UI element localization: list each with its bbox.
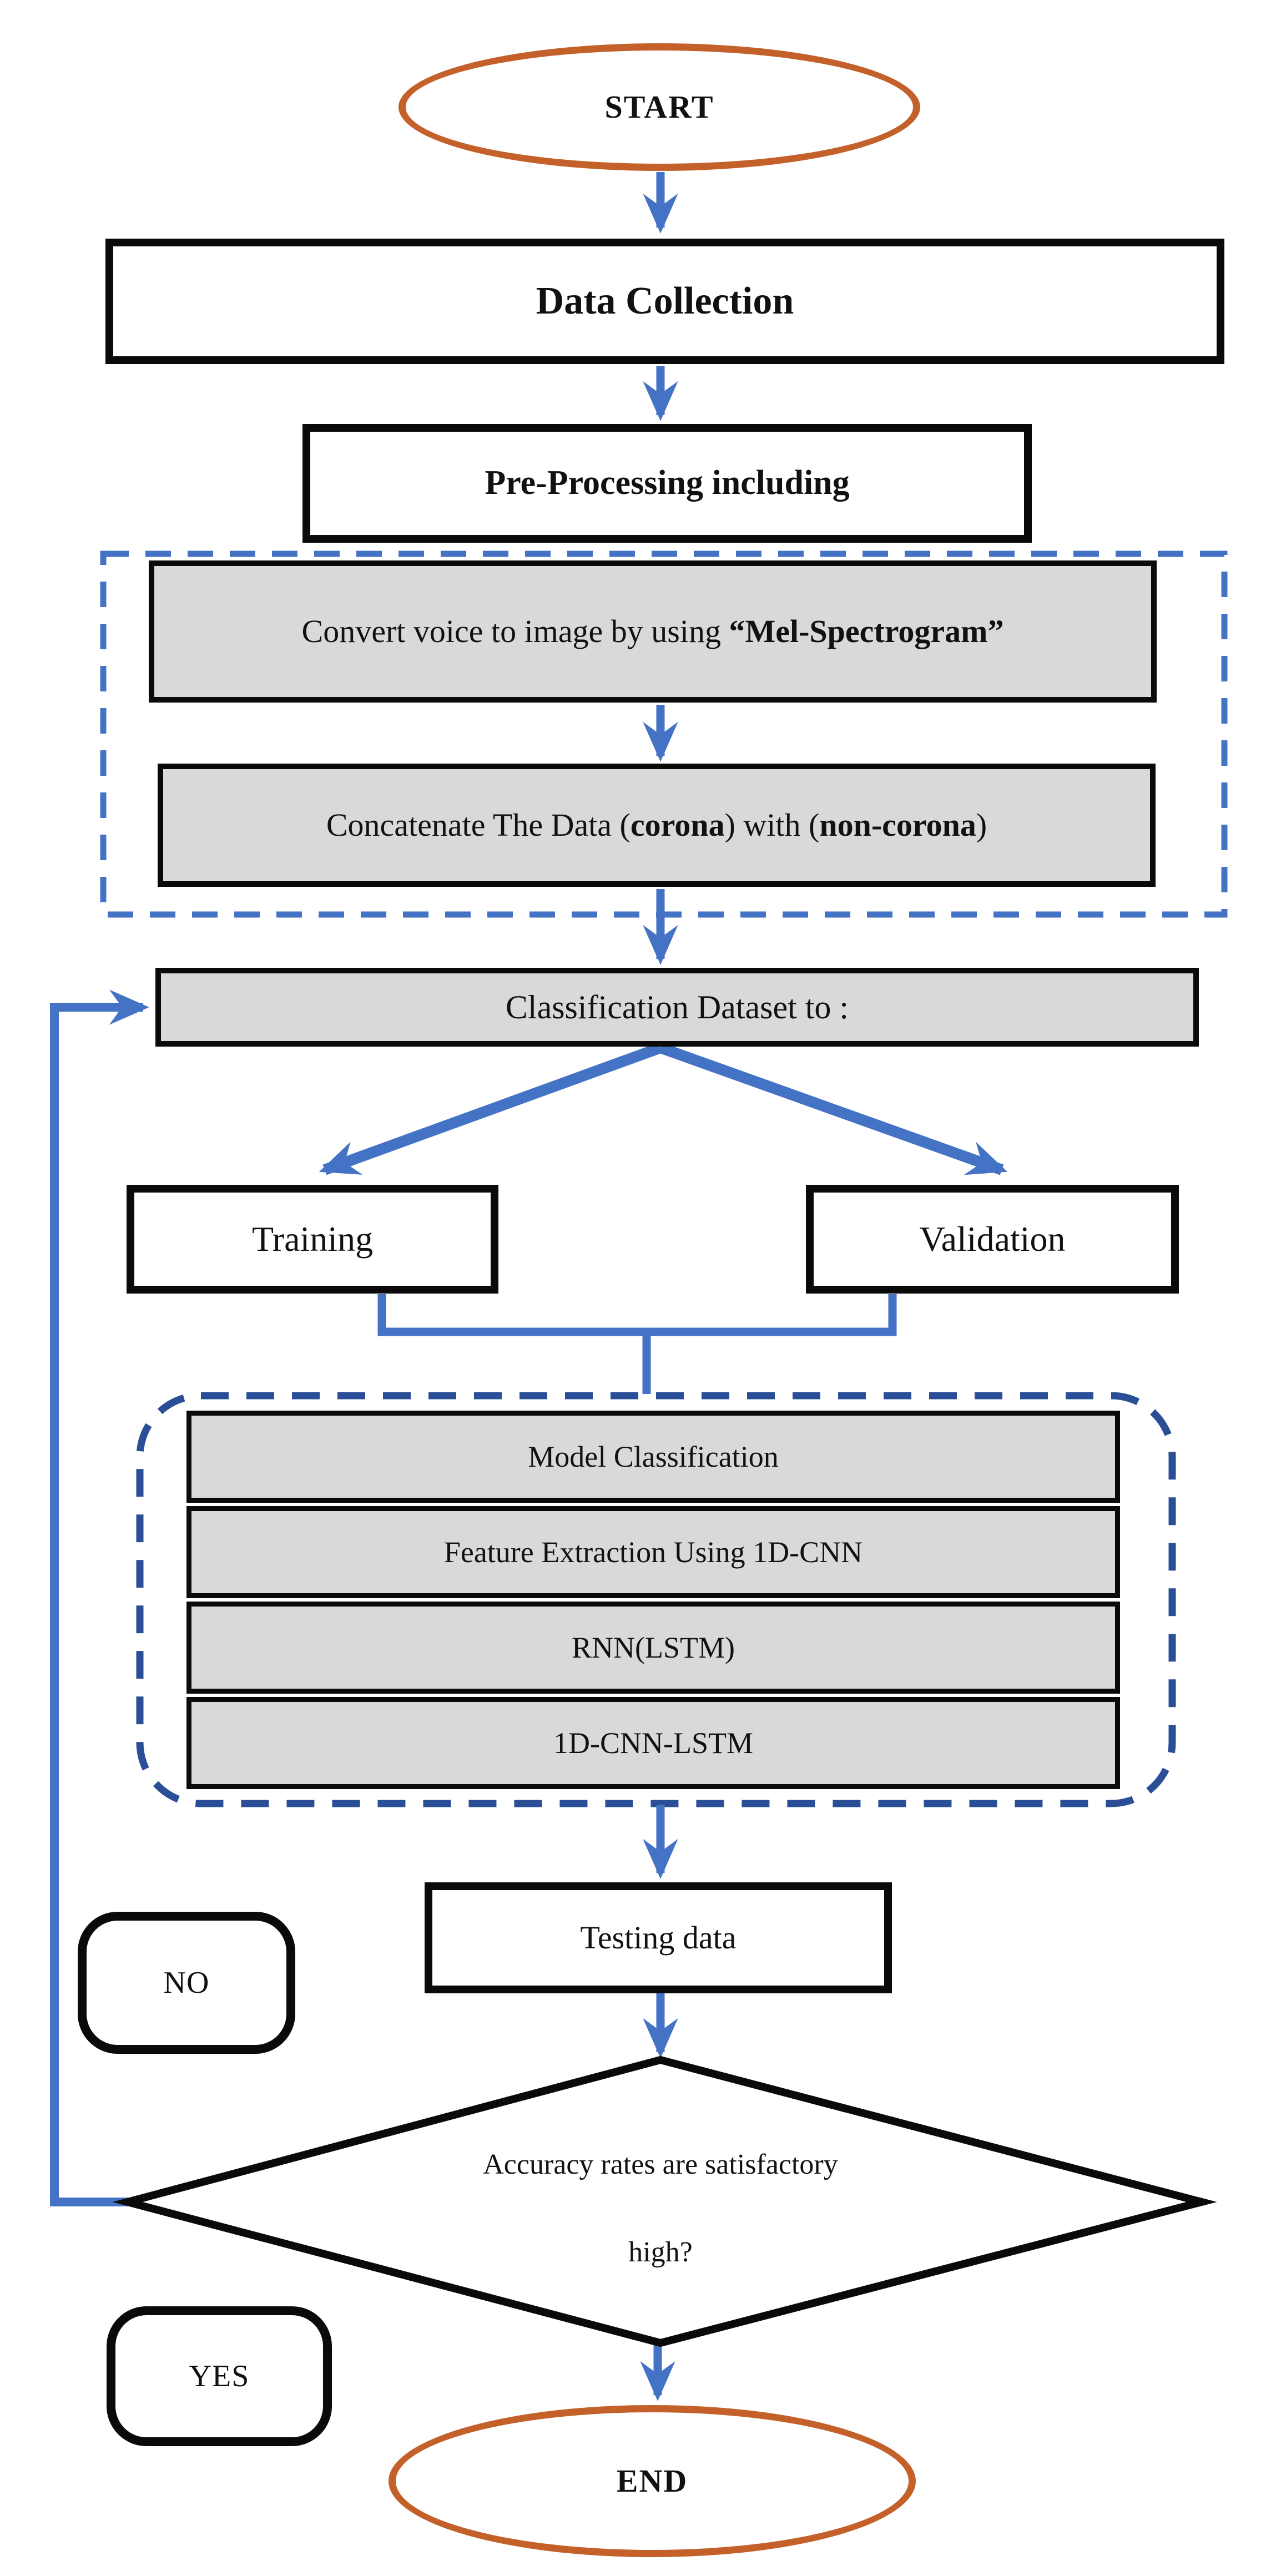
classification-dataset-box: Classification Dataset to : [155, 968, 1199, 1047]
no-label-box: NO [78, 1912, 295, 2054]
cnn-lstm-label: 1D-CNN-LSTM [553, 1726, 753, 1760]
yes-label: YES [189, 2358, 250, 2393]
connector-training-validation-merge [377, 1294, 897, 1336]
decision-question-text: Accuracy rates are satisfactory high? [327, 2125, 993, 2292]
feature-extraction-label: Feature Extraction Using 1D-CNN [443, 1535, 863, 1569]
testing-data-label: Testing data [580, 1919, 737, 1956]
validation-label: Validation [919, 1219, 1066, 1259]
preprocessing-label: Pre-Processing including [485, 464, 850, 502]
decision-line1: Accuracy rates are satisfactory [483, 2149, 838, 2181]
cnn-lstm-row: 1D-CNN-LSTM [186, 1697, 1120, 1789]
concatenate-box: Concatenate The Data (corona) with (non-… [158, 764, 1156, 887]
training-label: Training [251, 1219, 374, 1259]
rnn-lstm-row: RNN(LSTM) [186, 1602, 1120, 1694]
classification-label: Classification Dataset to : [505, 988, 849, 1026]
model-classification-row: Model Classification [186, 1411, 1120, 1503]
training-box: Training [127, 1185, 498, 1294]
arrow-classification-to-training [319, 1042, 663, 1175]
arrow-classification-to-validation [658, 1042, 1008, 1175]
decision-diamond [112, 2055, 1217, 2347]
model-classification-label: Model Classification [528, 1439, 779, 1473]
data-collection-label: Data Collection [536, 279, 794, 322]
feature-extraction-row: Feature Extraction Using 1D-CNN [186, 1506, 1120, 1598]
start-terminal: START [399, 43, 920, 171]
rnn-lstm-label: RNN(LSTM) [572, 1630, 735, 1664]
end-label: END [616, 2462, 688, 2499]
start-label: START [604, 88, 714, 125]
concatenate-label: Concatenate The Data (corona) with (non-… [326, 806, 987, 843]
validation-box: Validation [806, 1185, 1179, 1294]
preprocessing-box: Pre-Processing including [302, 424, 1032, 543]
feedback-no-loop [50, 989, 149, 2206]
mel-spectrogram-box: Convert voice to image by using “Mel-Spe… [149, 560, 1157, 703]
end-terminal: END [389, 2405, 916, 2557]
data-collection-box: Data Collection [105, 239, 1224, 364]
mel-label: Convert voice to image by using “Mel-Spe… [301, 613, 1004, 649]
no-label: NO [163, 1965, 210, 2000]
yes-label-box: YES [107, 2306, 332, 2446]
model-dashed-container [136, 1392, 1176, 1807]
decision-line2: high? [628, 2236, 693, 2268]
testing-data-box: Testing data [425, 1882, 892, 1993]
